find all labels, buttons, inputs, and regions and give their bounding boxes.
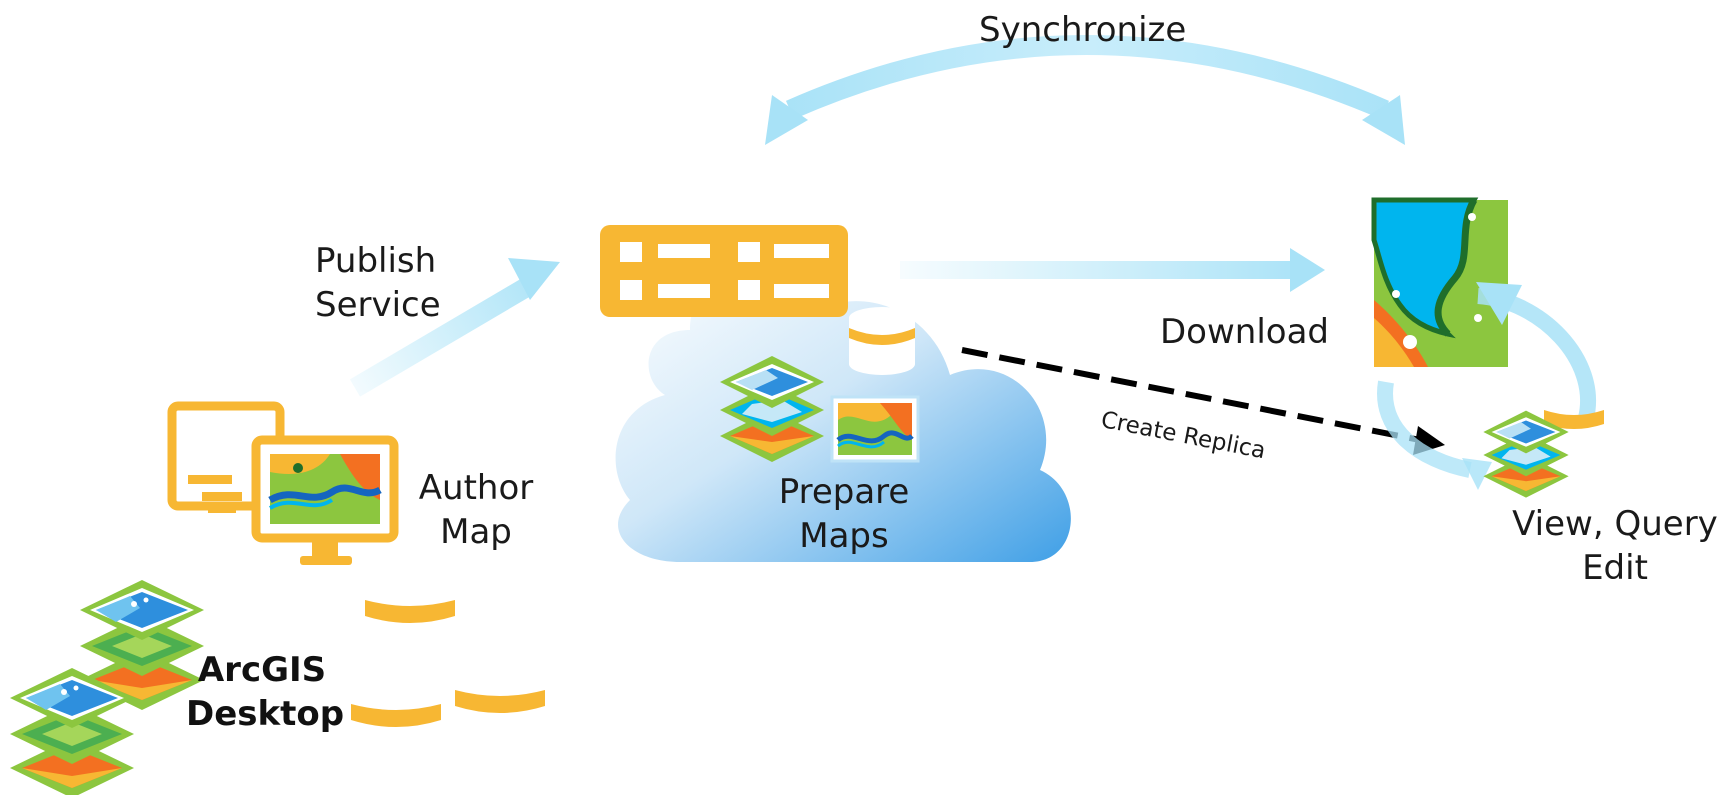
prepare-maps-label: Prepare Maps <box>764 470 924 558</box>
synchronize-arrow <box>765 35 1405 145</box>
desktop-label-line1: ArcGIS <box>197 650 327 690</box>
publish-service-label: Publish Service <box>315 239 441 327</box>
view-query-edit-label: View, Query Edit <box>1500 502 1730 590</box>
author-label-line1: Author <box>418 468 534 508</box>
desktop-label-line2: Desktop <box>186 694 345 734</box>
view-label-line1: View, Query <box>1512 504 1718 544</box>
desktop-monitor-icon <box>167 401 399 565</box>
author-map-label: Author Map <box>406 466 546 554</box>
map-image-icon <box>830 395 920 463</box>
publish-label-line2: Service <box>315 285 441 325</box>
mobile-map-icon <box>1371 197 1508 367</box>
synchronize-label: Synchronize <box>979 10 1187 50</box>
view-label-line2: Edit <box>1582 548 1648 588</box>
author-label-line2: Map <box>440 512 512 552</box>
database-icon <box>351 600 545 727</box>
database-icon <box>1544 410 1604 429</box>
publish-arrow <box>349 258 560 397</box>
download-arrow <box>900 248 1325 292</box>
download-label: Download <box>1160 312 1330 352</box>
server-icon <box>600 225 848 317</box>
refresh-cycle-arrow <box>1377 282 1596 490</box>
arcgis-desktop-label: ArcGIS Desktop <box>186 648 345 736</box>
prepare-label-line1: Prepare <box>778 472 910 512</box>
database-icon <box>849 307 915 375</box>
prepare-label-line2: Maps <box>799 516 889 556</box>
publish-label-line1: Publish <box>315 241 437 281</box>
